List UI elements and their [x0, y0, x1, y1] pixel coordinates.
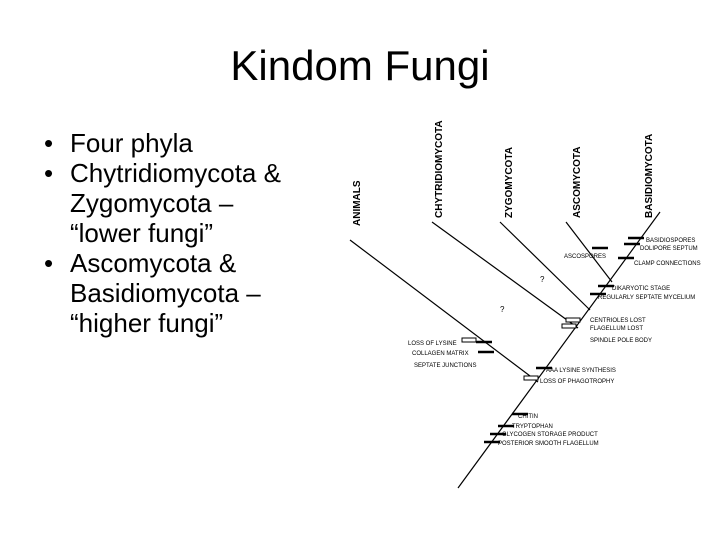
- character-label: CLAMP CONNECTIONS: [634, 261, 701, 267]
- taxon-label: CHYTRIDIOMYCOTA: [434, 120, 445, 218]
- slide-title: Kindom Fungi: [230, 42, 490, 89]
- character-label: SEPTATE JUNCTIONS: [414, 363, 476, 369]
- character-label: GLYCOGEN STORAGE PRODUCT: [502, 432, 598, 438]
- bullet-item: • Chytridiomycota & Zygomycota – “lower …: [44, 158, 324, 248]
- character-label: CENTRIOLES LOST: [590, 318, 646, 324]
- taxon-label: ZYGOMYCOTA: [504, 147, 515, 218]
- question-mark: ?: [500, 305, 505, 314]
- bullet-text: Chytridiomycota &: [70, 158, 281, 188]
- bullet-item: • Four phyla: [44, 128, 324, 158]
- bullet-text: “lower fungi”: [70, 218, 214, 248]
- bullet-item: • Ascomycota & Basidiomycota – “higher f…: [44, 248, 324, 338]
- bullet-list: • Four phyla • Chytridiomycota & Zygomyc…: [44, 128, 324, 338]
- taxon-label: BASIDIOMYCOTA: [644, 134, 655, 218]
- loss-marks: [461, 317, 581, 381]
- branch-animals: [349, 239, 539, 383]
- character-label: DIKARYOTIC STAGE: [612, 286, 670, 292]
- bullet-text: Ascomycota &: [70, 248, 237, 278]
- character-label: CHITIN: [518, 414, 538, 420]
- character-label: REGULARLY SEPTATE MYCELIUM: [598, 295, 695, 301]
- bullet-text: Four phyla: [70, 128, 193, 158]
- character-label: SPINDLE POLE BODY: [590, 338, 652, 344]
- character-label: AAA LYSINE SYNTHESIS: [546, 368, 616, 374]
- taxon-label: ANIMALS: [352, 180, 363, 226]
- character-label: LOSS OF LYSINE: [408, 341, 457, 347]
- character-label: BASIDIOSPORES: [646, 238, 695, 244]
- character-label: FLAGELLUM LOST: [590, 326, 643, 332]
- character-label: COLLAGEN MATRIX: [412, 351, 469, 357]
- branch-zygomycota: [499, 221, 591, 311]
- character-label: ASCOSPORES: [564, 254, 606, 260]
- character-label: LOSS OF PHAGOTROPHY: [540, 379, 614, 385]
- character-label: DOLIPORE SEPTUM: [640, 246, 698, 252]
- bullet-text: Basidiomycota –: [70, 278, 261, 308]
- bullet-dot: •: [44, 248, 54, 278]
- branch-ascomycota: [565, 221, 613, 283]
- question-mark: ?: [540, 275, 545, 284]
- bullet-text: Zygomycota –: [70, 188, 234, 218]
- character-label: POSTERIOR SMOOTH FLAGELLUM: [498, 441, 599, 447]
- bullet-dot: •: [44, 128, 54, 158]
- taxon-label: ASCOMYCOTA: [572, 147, 583, 218]
- bullet-dot: •: [44, 158, 54, 188]
- character-marks: [476, 236, 644, 444]
- branch-chytridiomycota: [431, 221, 579, 329]
- character-label: TRYPTOPHAN: [512, 424, 553, 430]
- bullet-text: “higher fungi”: [70, 308, 224, 338]
